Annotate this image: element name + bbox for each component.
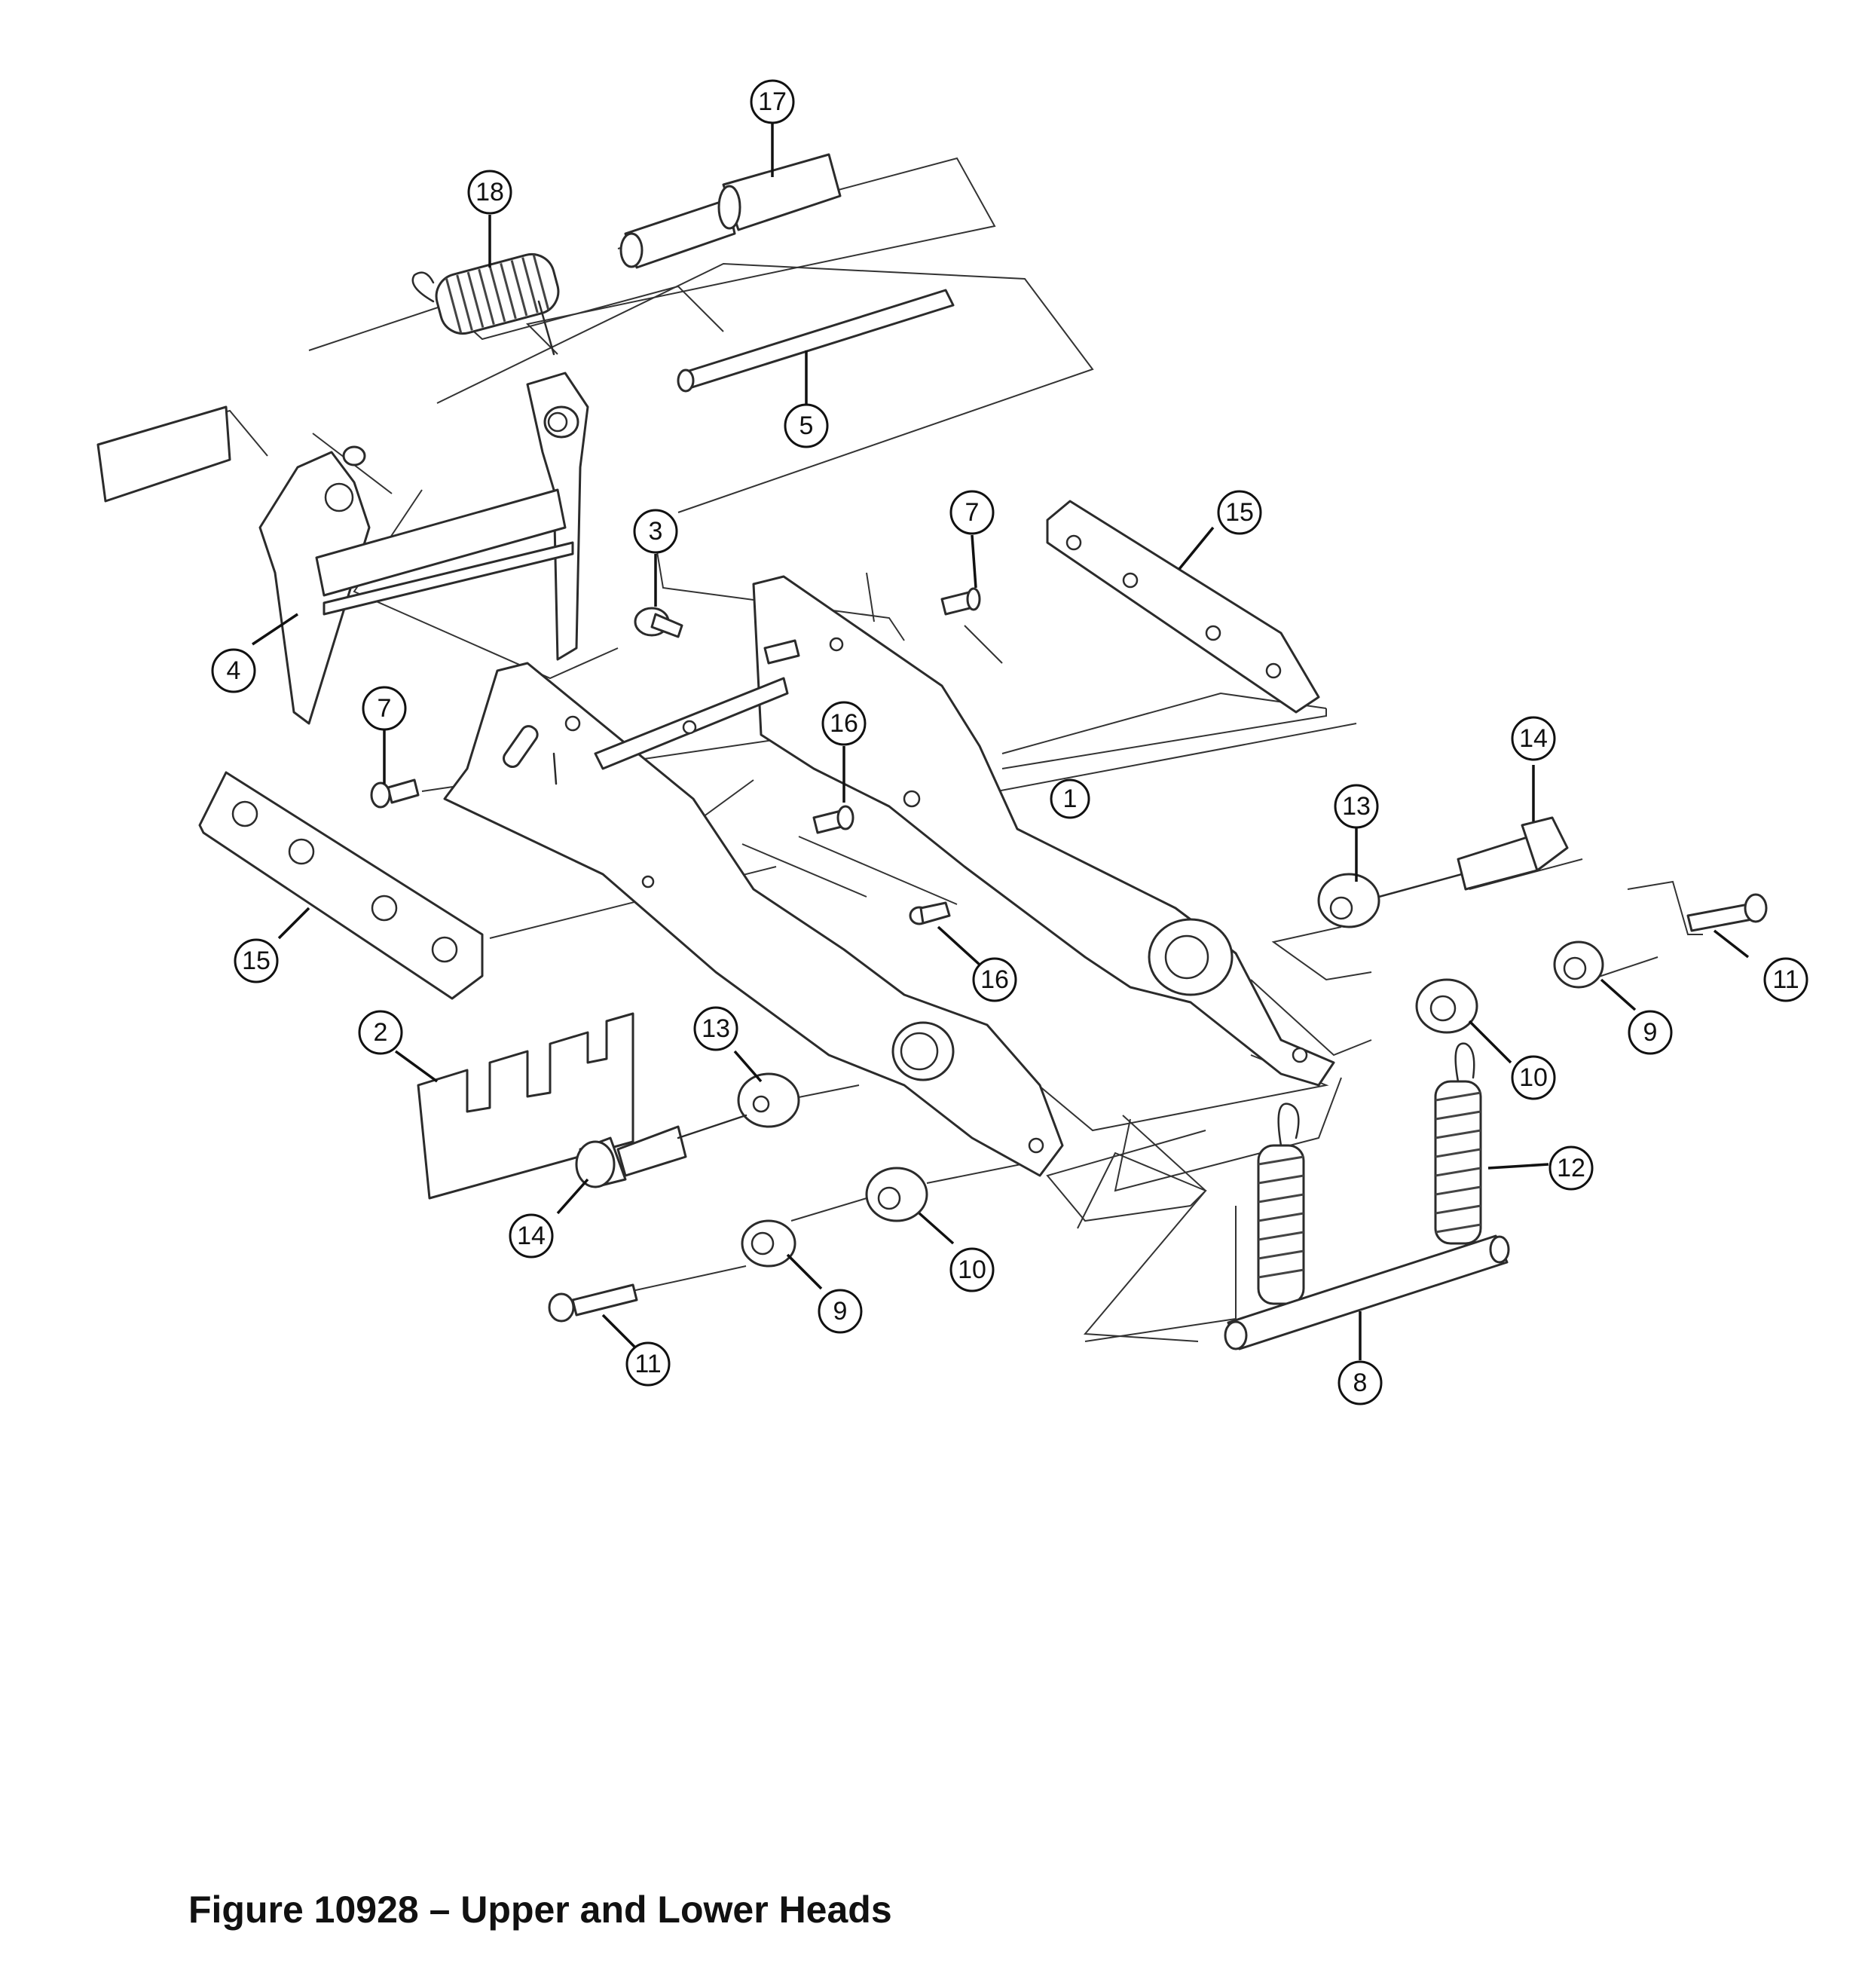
callout-7-lower: 7	[362, 686, 407, 731]
callout-4: 4	[211, 648, 256, 693]
part-17-stepped-shaft	[619, 153, 842, 269]
svg-text:11: 11	[634, 1350, 661, 1378]
svg-text:2: 2	[374, 1018, 388, 1047]
svg-text:13: 13	[702, 1014, 730, 1043]
svg-text:3: 3	[649, 517, 663, 546]
svg-text:14: 14	[1519, 724, 1548, 753]
part-15-strip-lower	[198, 771, 484, 1000]
callout-10-lower: 10	[949, 1247, 995, 1292]
svg-text:4: 4	[227, 656, 241, 685]
svg-text:18: 18	[475, 178, 504, 206]
callout-8: 8	[1338, 1360, 1383, 1405]
part-16-pin-upper	[812, 805, 854, 834]
part-12-spring-left	[1257, 1103, 1305, 1305]
part-18-upper-spring	[411, 252, 560, 356]
part-11-pin-upper	[1686, 893, 1768, 932]
svg-text:7: 7	[965, 498, 980, 527]
svg-text:14: 14	[517, 1222, 546, 1250]
part-9-bushing-lower	[741, 1219, 796, 1268]
callout-3: 3	[633, 509, 678, 554]
callout-15-lower: 15	[234, 938, 279, 983]
callout-arrows	[252, 121, 1750, 1360]
part-15-strip-upper	[1046, 500, 1320, 714]
figure-caption: Figure 10928 – Upper and Lower Heads	[188, 1889, 892, 1931]
callout-18: 18	[467, 170, 512, 215]
svg-text:5: 5	[799, 411, 814, 440]
part-1-upper-arm	[752, 575, 1335, 1087]
part-12-spring-right	[1434, 1042, 1482, 1245]
callout-13-lower: 13	[693, 1006, 738, 1051]
callout-9-lower: 9	[818, 1289, 863, 1334]
part-7-pin-lower	[370, 778, 420, 809]
part-14-bolt-upper	[1377, 816, 1569, 898]
part-1-lower-arm	[443, 639, 1064, 1177]
svg-text:10: 10	[1519, 1063, 1548, 1092]
callout-10-upper: 10	[1511, 1055, 1556, 1100]
svg-text:16: 16	[830, 709, 858, 738]
part-7-pin-upper	[940, 587, 981, 616]
part-10-roller-lower	[865, 1167, 928, 1222]
part-11-pin-lower	[548, 1283, 638, 1323]
part-9-bushing-upper	[1553, 940, 1604, 989]
part-14-bolt-lower	[575, 1114, 747, 1188]
callout-17: 17	[750, 79, 795, 124]
callout-15-upper: 15	[1217, 490, 1262, 535]
part-16-pin-lower	[909, 901, 951, 925]
callout-16-lower: 16	[972, 957, 1017, 1002]
callout-14-lower: 14	[509, 1213, 554, 1259]
part-13-collar-lower	[737, 1072, 800, 1128]
svg-text:13: 13	[1342, 792, 1371, 821]
callout-12: 12	[1548, 1145, 1594, 1191]
callout-11-lower: 11	[625, 1341, 671, 1387]
svg-text:15: 15	[242, 947, 271, 975]
callout-1: 1	[1050, 778, 1090, 819]
part-8-spring-rod	[1224, 1234, 1510, 1350]
svg-text:15: 15	[1225, 498, 1254, 527]
callout-5: 5	[784, 403, 829, 448]
svg-text:1: 1	[1063, 784, 1078, 813]
part-3-stud	[634, 607, 683, 638]
svg-text:9: 9	[833, 1297, 848, 1326]
svg-text:8: 8	[1353, 1369, 1368, 1397]
svg-text:7: 7	[378, 694, 392, 723]
svg-text:9: 9	[1643, 1018, 1658, 1047]
callout-7-upper: 7	[949, 490, 995, 535]
callout-2: 2	[358, 1010, 403, 1055]
svg-text:11: 11	[1772, 965, 1799, 994]
callout-16-upper: 16	[821, 701, 867, 746]
callout-11-upper: 11	[1763, 957, 1808, 1002]
callout-9-upper: 9	[1628, 1010, 1673, 1055]
svg-text:17: 17	[758, 87, 787, 116]
part-10-roller-upper	[1415, 978, 1478, 1034]
svg-text:16: 16	[980, 965, 1009, 994]
part-13-collar-upper	[1317, 873, 1380, 928]
callout-14-upper: 14	[1511, 716, 1556, 761]
part-5-rod	[677, 289, 955, 393]
callout-13-upper: 13	[1334, 784, 1379, 829]
svg-text:12: 12	[1557, 1154, 1585, 1182]
part-4-upper-bracket	[96, 372, 589, 725]
svg-text:10: 10	[958, 1255, 986, 1284]
